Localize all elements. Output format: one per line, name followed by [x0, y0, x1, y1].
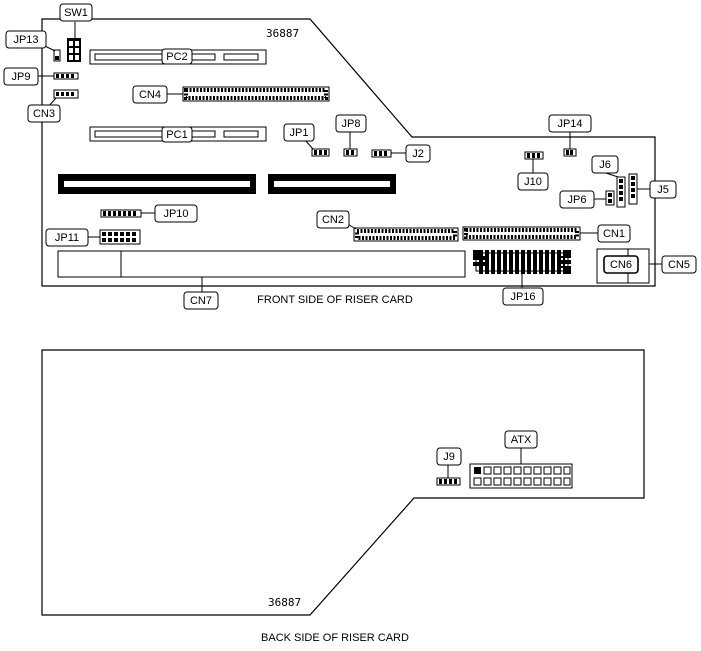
pc1-label: PC1 [166, 129, 187, 141]
jp6-tag [559, 190, 595, 209]
cn2-label: CN2 [322, 214, 344, 226]
isa-slot-right [268, 174, 396, 194]
cn2-tag [316, 210, 350, 229]
cn1-tag [597, 224, 631, 243]
pc2-label: PC2 [166, 51, 187, 63]
j6-tag [591, 155, 619, 174]
jp14-label: JP14 [557, 118, 582, 130]
j10-label: J10 [524, 176, 542, 188]
jp1-tag [283, 123, 315, 142]
jp8-tag [335, 114, 367, 133]
j10-tag [517, 172, 549, 191]
jp14-jumper [563, 148, 577, 157]
jp16-label: JP16 [510, 291, 535, 303]
jp8-jumper [343, 148, 358, 157]
cn7-label: CN7 [190, 295, 212, 307]
cn3-connector [53, 89, 79, 99]
j5-connector [628, 173, 638, 205]
cn3-label: CN3 [33, 108, 55, 120]
cn6-label: CN6 [610, 259, 632, 271]
jp10-tag [154, 204, 198, 223]
cn3-tag [27, 104, 61, 123]
j9-tag [436, 447, 462, 466]
jp10-label: JP10 [163, 208, 188, 220]
front-part-number: 36887 [266, 27, 299, 40]
jp13-jumper [53, 49, 61, 62]
jp6-jumper [605, 190, 615, 206]
atx-tag [504, 430, 538, 449]
j2-tag [405, 144, 431, 163]
sw1-tag [59, 3, 93, 22]
cn1-connector [462, 226, 581, 241]
jp9-label: JP9 [12, 71, 31, 83]
cn5-tag [661, 255, 697, 274]
pc1-tag [161, 126, 193, 143]
j6-connector [616, 176, 626, 208]
back-board [41, 349, 645, 616]
j9-jumper [436, 477, 461, 486]
jp14-tag [548, 114, 592, 133]
jp11-label: JP11 [55, 232, 79, 244]
cn2-connector [353, 227, 459, 242]
j2-jumper [371, 149, 392, 158]
j6-label: J6 [599, 159, 611, 171]
j5-tag [649, 180, 677, 199]
jp13-tag [5, 30, 47, 49]
jp11-tag [45, 228, 89, 247]
atx-connector [469, 463, 573, 489]
cn1-label: CN1 [603, 228, 625, 240]
back-caption: BACK SIDE OF RISER CARD [261, 632, 409, 644]
atx-label: ATX [511, 434, 532, 446]
cn7-tag [183, 291, 219, 310]
cn5-label: CN5 [668, 259, 690, 271]
jp6-label: JP6 [568, 194, 587, 206]
cn7-connector [57, 250, 466, 278]
isa-slot-left [58, 174, 256, 194]
j10-jumper [524, 151, 544, 160]
front-caption: FRONT SIDE OF RISER CARD [257, 294, 413, 306]
cn6-tag [603, 255, 639, 274]
sw1-switch [67, 38, 81, 62]
jp11-jumper [99, 229, 141, 245]
pc2-tag [161, 48, 193, 65]
back-part-number: 36887 [268, 596, 301, 609]
jp16-jumper [473, 250, 571, 274]
cn4-label: CN4 [139, 89, 161, 101]
jp1-jumper [311, 148, 330, 157]
j5-label: J5 [657, 184, 669, 196]
jp10-jumper [100, 209, 142, 218]
cn4-connector [182, 86, 330, 102]
jp1-label: JP1 [290, 127, 309, 139]
cn4-tag [132, 85, 168, 104]
sw1-label: SW1 [64, 7, 88, 19]
jp13-label: JP13 [13, 34, 38, 46]
jp9-tag [3, 67, 39, 86]
jp8-label: JP8 [342, 118, 361, 130]
jp16-tag [502, 287, 544, 306]
j2-label: J2 [412, 148, 424, 160]
j9-label: J9 [443, 451, 455, 463]
jp9-jumper [53, 72, 79, 80]
